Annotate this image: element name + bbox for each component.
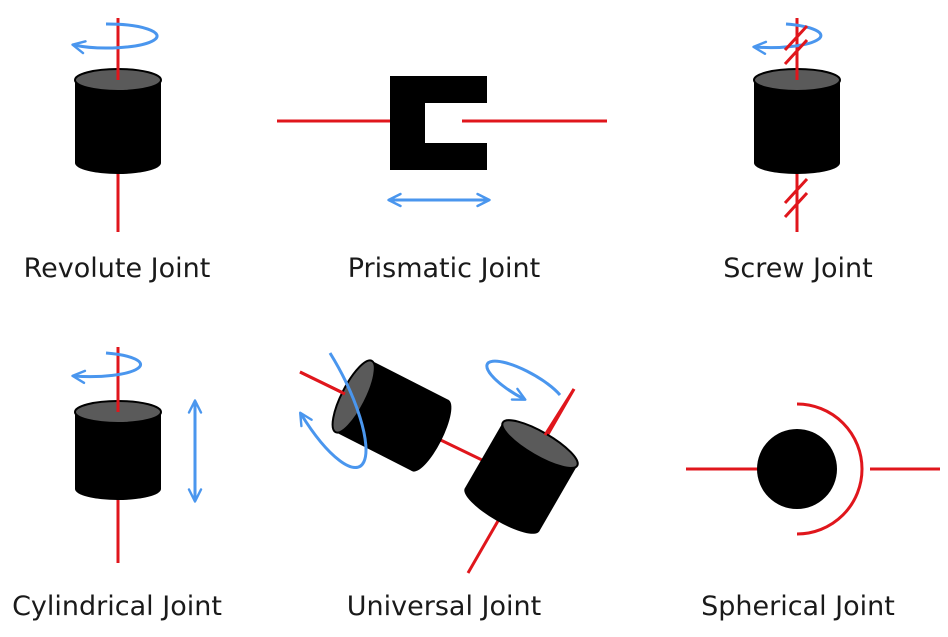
caption-universal-joint: Universal Joint bbox=[346, 591, 542, 622]
spherical-joint-icon bbox=[686, 402, 940, 536]
caption-cylindrical-joint: Cylindrical Joint bbox=[12, 591, 222, 622]
caption-prismatic-joint: Prismatic Joint bbox=[347, 253, 541, 284]
caption-screw-joint: Screw Joint bbox=[723, 253, 873, 284]
caption-spherical-joint: Spherical Joint bbox=[701, 591, 895, 622]
cylindrical-joint-icon bbox=[71, 347, 203, 563]
universal-joint-icon bbox=[299, 352, 579, 574]
screw-joint-icon bbox=[752, 18, 841, 232]
prismatic-joint-icon bbox=[277, 76, 607, 208]
caption-revolute-joint: Revolute Joint bbox=[23, 253, 211, 284]
revolute-joint-icon bbox=[71, 18, 162, 232]
